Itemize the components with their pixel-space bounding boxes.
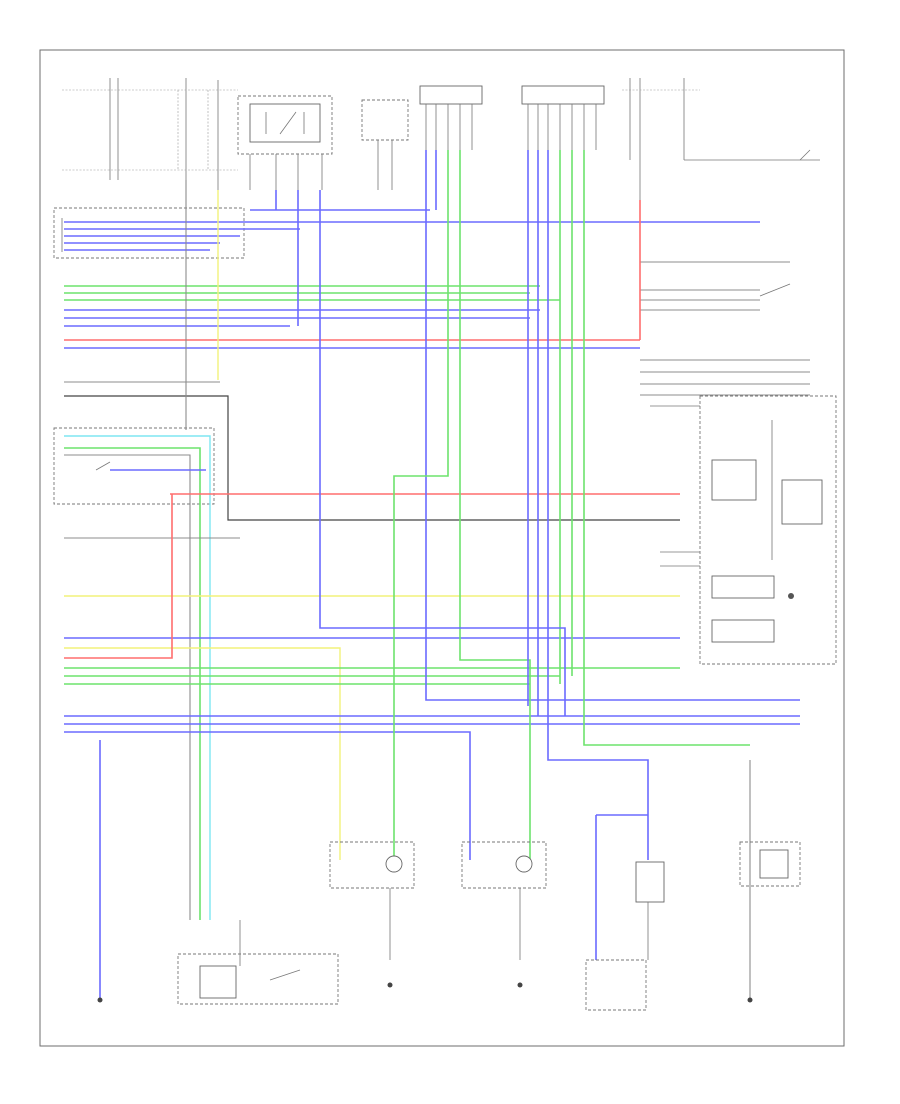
wire-bus-right-ground	[640, 261, 810, 396]
fuse-block-top-right	[622, 78, 820, 200]
combination-meter	[650, 395, 837, 665]
module-bottom-block	[585, 959, 647, 1011]
switch-assembly-bottom-left	[97, 920, 339, 1005]
wire-verticals	[99, 150, 800, 1000]
connector-bottom-right	[739, 841, 801, 1003]
relay-box-top	[237, 95, 333, 190]
connector-top-a	[419, 85, 483, 150]
wire-bus-upper	[64, 209, 760, 251]
fuse-block-top-left	[62, 78, 238, 190]
sensor-module-bottom	[635, 861, 665, 960]
connector-top-b	[521, 85, 605, 150]
module-top-center	[361, 99, 409, 190]
left-switch-block	[53, 427, 215, 505]
wire-bus-middle	[64, 285, 680, 521]
diagram-border	[39, 49, 845, 1047]
lamp-assembly-left	[329, 841, 415, 988]
wire-bus-lower	[64, 435, 800, 920]
lamp-assembly-right	[461, 841, 547, 988]
left-door-connector	[53, 207, 245, 259]
